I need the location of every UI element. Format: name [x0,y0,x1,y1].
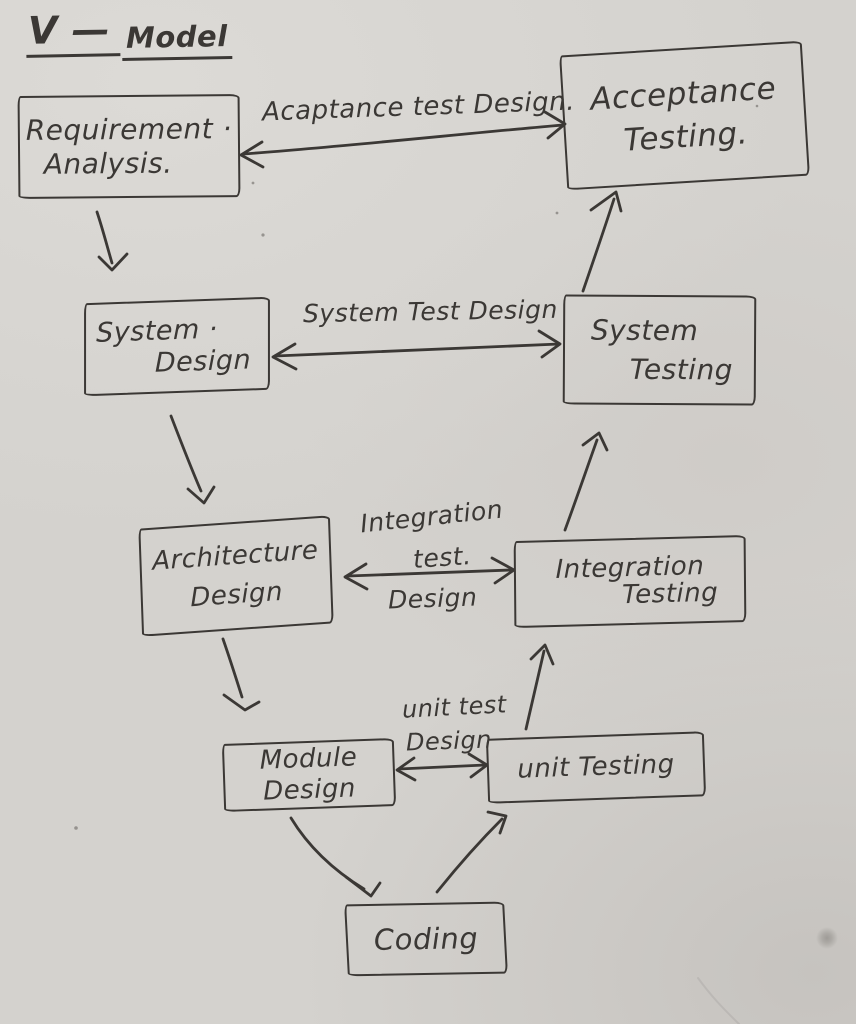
edge-label-integration-line2: test. [412,540,473,575]
node-system-testing: System Testing [562,294,757,406]
node-label-line: System [590,313,699,348]
node-label-line: Module [259,742,358,777]
edge-label-unit-line2: Design [405,725,493,757]
node-label-line: Requirement · [25,112,233,148]
node-system-design: System · Design [84,296,270,397]
node-label-line: Design [154,343,252,379]
page-title-v: V — [25,7,121,58]
node-label-line: Analysis. [43,146,173,181]
node-label-line: Coding [372,920,480,957]
arrow-system-test-design [271,329,562,371]
node-architecture-design: Architecture Design [138,515,334,637]
page-title-model: Model [121,19,232,61]
node-label-line: Design [189,576,284,614]
arrow-acceptance-test-design [239,110,567,169]
node-label-line: Architecture [151,535,319,578]
arrow-coding-to-unit-testing [435,810,508,894]
arrow-requirement-to-system-design [95,210,129,272]
arrow-unit-test-design [395,752,489,782]
node-integration-testing: Integration Testing [513,534,747,629]
arrow-unit-testing-to-integration-testing [524,643,555,731]
node-label-line: Testing [621,577,719,610]
arrow-module-design-to-coding [289,816,382,898]
node-label-line: Testing [629,352,734,387]
node-label-line: Testing. [622,114,749,159]
arrow-integration-testing-to-system-testing [563,431,609,532]
node-label-line: System · [96,313,218,349]
edge-label-system-test-design: System Test Design [302,294,559,329]
node-acceptance-testing: Acceptance Testing. [559,40,810,191]
edge-label-unit-line1: unit test [401,690,508,724]
paper-specks [74,104,759,1024]
arrow-system-testing-to-acceptance-testing [581,190,623,293]
node-module-design: Module Design [221,738,397,812]
arrow-architecture-design-to-module-design [221,637,261,712]
arrow-integration-test-design [343,556,516,591]
node-label-line: Design [262,773,357,807]
arrow-system-design-to-architecture-design [169,414,216,505]
node-requirement-analysis: Requirement · Analysis. [17,94,241,199]
node-label-line: unit Testing [516,749,676,785]
node-unit-testing: unit Testing [485,731,707,804]
node-coding: Coding [344,901,508,977]
node-label-line: Acceptance [589,70,778,118]
edge-label-integration-line3: Design [387,582,478,615]
